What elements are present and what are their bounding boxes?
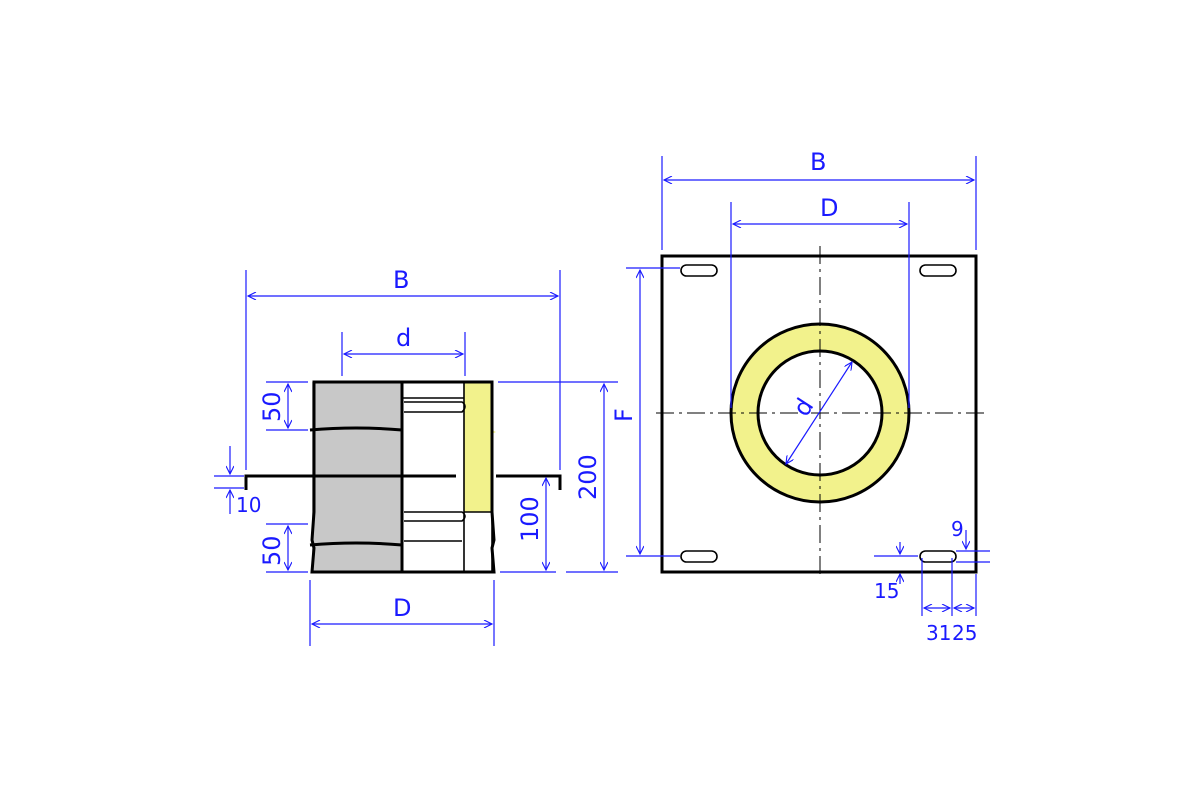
label-100: 100 (516, 496, 544, 542)
lower-bead-inner (404, 511, 466, 522)
label-D-top: D (820, 194, 838, 222)
side-plate (244, 474, 562, 490)
label-25: 25 (952, 621, 977, 645)
label-200: 200 (574, 454, 602, 500)
label-15: 15 (874, 579, 899, 603)
label-d-side: d (396, 324, 411, 352)
slot-top-right (919, 264, 957, 277)
label-9: 9 (951, 517, 964, 541)
label-top-50: 50 (258, 391, 286, 422)
slot-bottom-left (680, 550, 718, 563)
body-outline (310, 380, 496, 574)
top-bead (309, 426, 403, 432)
slot-top-left (680, 264, 718, 277)
label-10: 10 (236, 493, 261, 517)
top-plate (660, 254, 978, 574)
label-F: F (610, 408, 638, 422)
label-b-side: B (393, 266, 409, 294)
label-b-top: B (810, 148, 826, 176)
dim-line-d-top (786, 362, 852, 464)
insulation-section (464, 382, 496, 512)
top-view: B D d F 9 15 31 25 (610, 148, 990, 645)
label-bottom-50: 50 (258, 535, 286, 566)
top-bead-inner (404, 401, 466, 413)
side-view: B d D 50 50 10 100 200 (214, 266, 618, 646)
bottom-bead (309, 541, 403, 547)
slot-bottom-right (919, 550, 957, 563)
lower-outer-section (464, 512, 494, 572)
label-D-side: D (393, 594, 411, 622)
label-31: 31 (926, 621, 951, 645)
